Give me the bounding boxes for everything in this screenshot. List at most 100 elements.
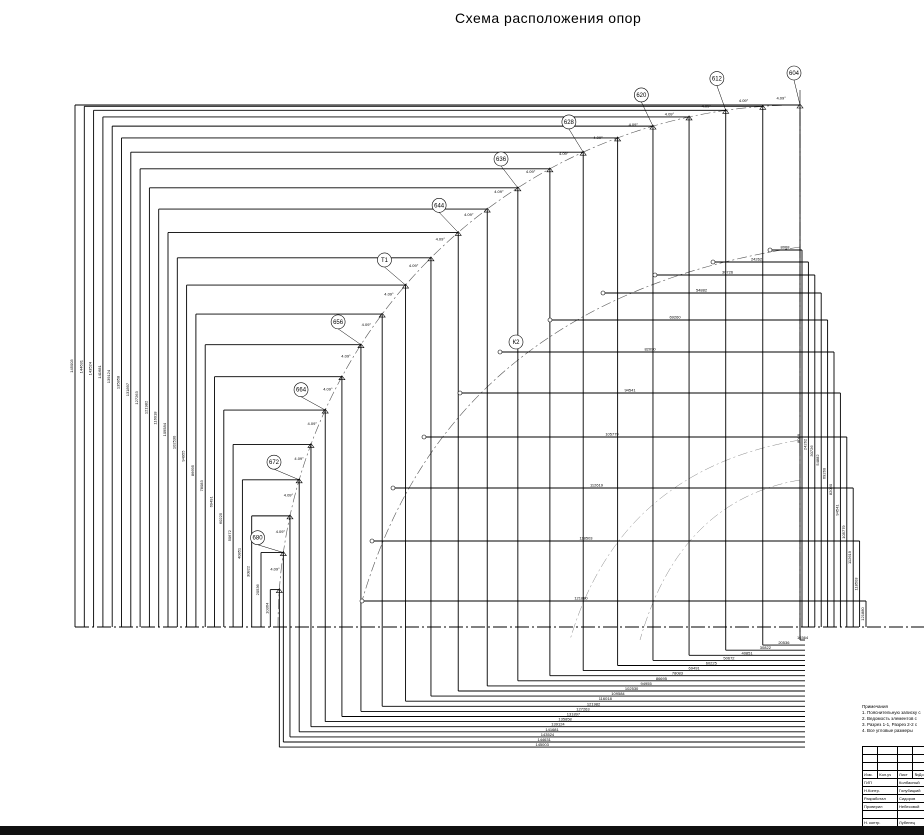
stamp-header: Изм. — [861, 770, 879, 779]
dimension-label: 109584 — [611, 691, 625, 696]
support-point — [710, 259, 716, 265]
support-marker — [454, 230, 462, 236]
dimension-label: 105779 — [605, 432, 619, 437]
support-label: 628 — [564, 120, 575, 126]
angle-label: 4.09° — [629, 122, 639, 127]
angle-label: 4.09° — [702, 103, 712, 108]
dimension-label: 86695 — [656, 676, 668, 681]
support-marker — [307, 442, 315, 448]
dimension-label: 145003 — [69, 359, 74, 373]
dimension-label: 10364 — [264, 602, 269, 614]
dimension-label: 54882 — [696, 288, 708, 293]
dimension-label: 143524 — [88, 361, 93, 375]
support-point — [359, 598, 365, 604]
support-marker — [275, 588, 283, 593]
dimension-label: 69491 — [689, 666, 701, 671]
stamp-role: Н.Контр. — [861, 786, 899, 795]
dimension-label: 60225 — [706, 661, 718, 666]
stamp-name: Сидоров — [897, 794, 924, 803]
dimension-label: 141681 — [545, 727, 559, 732]
dimension-label: 109584 — [162, 422, 167, 436]
dimension-label: 30822 — [760, 645, 772, 650]
support-marker — [338, 375, 346, 381]
dimension-label: 50672 — [227, 529, 232, 541]
support-marker — [685, 115, 693, 121]
dimension-label: 121982 — [587, 701, 601, 706]
dimension-label: 50672 — [723, 655, 735, 660]
note-item: 1. Пояснительную записку с — [862, 710, 921, 715]
support-marker — [579, 150, 587, 156]
support-point — [600, 290, 606, 296]
dimension-label: 40851 — [236, 547, 241, 559]
angle-label: 4.09° — [384, 292, 394, 297]
dimension-label: 82090 — [828, 483, 833, 495]
dimension-label: 94955 — [181, 450, 186, 462]
support-marker — [378, 312, 386, 318]
support-label: 656 — [333, 320, 344, 326]
dimension-label: 102530 — [171, 435, 176, 449]
stamp-role: Разработал — [861, 794, 899, 803]
stamp-header: №Док — [912, 770, 924, 779]
support-label: 636 — [496, 157, 507, 163]
leader-line — [500, 165, 519, 188]
angle-label: 4.09° — [665, 111, 675, 116]
note-item: 3. Разрез 1-1, Разрез 2-2 с — [862, 722, 918, 727]
dimension-label: 8068 — [796, 433, 801, 443]
sheet-border — [0, 826, 924, 835]
dimension-label: 121880 — [574, 596, 588, 601]
dimension-label: 131897 — [125, 382, 130, 396]
support-marker — [796, 103, 804, 109]
leader-line — [384, 266, 406, 286]
notes-block: Примечания 1. Пояснительную записку с 2.… — [862, 704, 921, 734]
support-point — [652, 272, 658, 278]
angle-label: 4.09° — [323, 387, 333, 392]
dimension-label: 105779 — [841, 525, 846, 539]
dimension-label: 131897 — [567, 712, 581, 717]
dimension-label: 143524 — [541, 732, 555, 737]
dimension-label: 82090 — [644, 347, 656, 352]
dimension-label: 145003 — [535, 742, 549, 747]
support-callout-circle — [508, 334, 524, 350]
dimension-label: 139124 — [551, 722, 565, 727]
dimension-label: 69260 — [669, 315, 681, 320]
support-marker — [483, 207, 491, 213]
angle-label: 4.09° — [526, 169, 536, 174]
angle-label: 4.09° — [294, 456, 304, 461]
inner-arc — [361, 246, 801, 602]
leader-line — [337, 328, 362, 345]
leader-line — [300, 396, 326, 411]
dimension-label: 121982 — [143, 400, 148, 414]
dimension-label: 127263 — [134, 390, 139, 404]
support-label: 604 — [789, 71, 800, 77]
angle-label: 4.09° — [308, 421, 318, 426]
support-marker — [279, 551, 287, 556]
dimension-label: 78083 — [199, 480, 204, 492]
support-point — [767, 247, 773, 253]
dimension-label: 54882 — [815, 454, 820, 466]
dimension-label: 94955 — [641, 681, 653, 686]
angle-label: 4.09° — [593, 135, 603, 140]
dimension-label: 20536 — [778, 640, 790, 645]
leader-line — [793, 79, 801, 106]
support-marker — [357, 343, 365, 348]
support-point — [369, 538, 375, 544]
support-marker — [286, 514, 294, 520]
drawing-title: Схема расположения опор — [455, 10, 642, 26]
support-marker — [722, 108, 730, 114]
stamp-name: Небесовой — [897, 802, 924, 811]
dimension-label: 144631 — [537, 737, 551, 742]
dimension-label: 121880 — [860, 607, 865, 621]
dimension-label: 116018 — [599, 696, 613, 701]
dimension-label: 102530 — [625, 686, 639, 691]
support-marker — [759, 104, 767, 110]
leader-line — [568, 128, 584, 153]
stamp-role: Проверил — [861, 802, 899, 811]
support-point — [497, 349, 503, 355]
support-point — [457, 390, 463, 396]
angle-label: 4.09° — [739, 98, 749, 103]
stamp-name: Голубицкий — [897, 786, 924, 795]
dimension-label: 86695 — [190, 464, 195, 476]
support-label: 612 — [712, 77, 723, 83]
